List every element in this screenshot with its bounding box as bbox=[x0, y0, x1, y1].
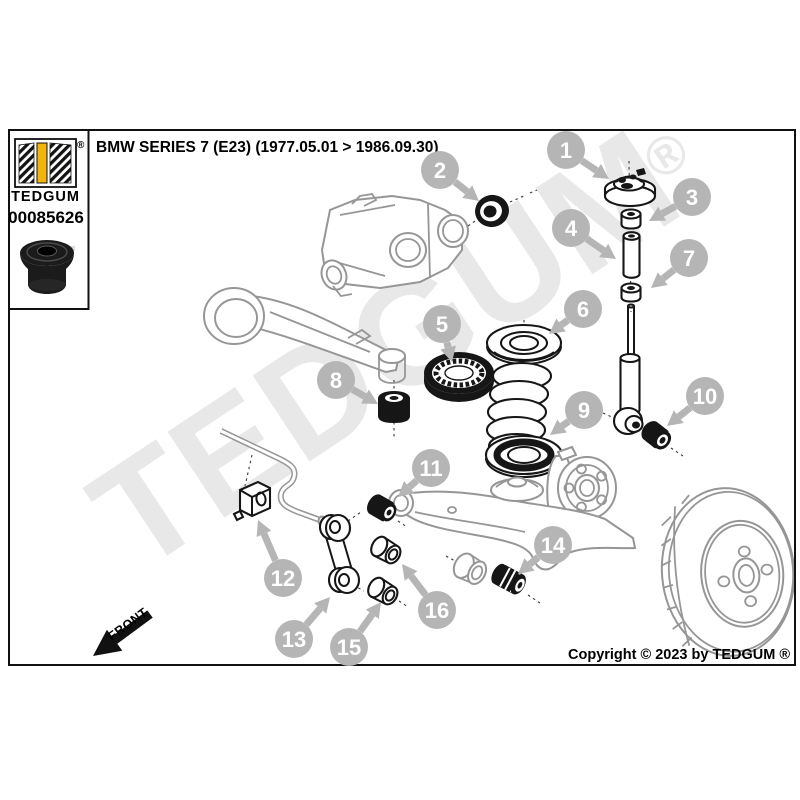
callout-3-number: 3 bbox=[686, 185, 698, 210]
callout-5-arrowhead bbox=[440, 345, 456, 362]
strut-mount-part1 bbox=[603, 168, 657, 208]
callout-7-number: 7 bbox=[683, 246, 695, 271]
tedgum-logo bbox=[14, 138, 77, 188]
brand-panel: ® TEDGUM 00085626 bbox=[8, 138, 85, 294]
callout-2-arrow bbox=[452, 179, 470, 195]
callout-2-circle bbox=[421, 151, 459, 189]
callout-1-number: 1 bbox=[560, 138, 572, 163]
callout-1-circle bbox=[547, 131, 585, 169]
callout-14-arrowhead bbox=[518, 558, 535, 574]
callout-16-arrow bbox=[408, 573, 429, 597]
bushing-part11 bbox=[367, 494, 397, 522]
callout-13-arrowhead bbox=[314, 597, 330, 614]
bushing-part3 bbox=[620, 208, 642, 230]
drop-link-part13 bbox=[318, 513, 361, 595]
callout-13-circle bbox=[275, 620, 313, 658]
callout-15-arrowhead bbox=[365, 602, 381, 619]
callout-12-circle bbox=[264, 559, 302, 597]
brand-registered-icon: ® bbox=[77, 140, 85, 151]
callout-16-circle bbox=[418, 591, 456, 629]
bushing-part7 bbox=[620, 282, 642, 303]
callout-8-arrow bbox=[350, 386, 367, 400]
callout-7-arrowhead bbox=[651, 272, 668, 288]
callout-10-number: 10 bbox=[693, 384, 717, 409]
callout-5-number: 5 bbox=[436, 312, 448, 337]
callout-2-number: 2 bbox=[434, 158, 446, 183]
callout-1-arrow bbox=[579, 157, 599, 174]
differential-housing-drawing bbox=[320, 193, 469, 297]
callout-3-circle bbox=[673, 178, 711, 216]
callout-10-arrow bbox=[676, 405, 693, 420]
sleeve-part4 bbox=[622, 231, 641, 279]
copyright-text: Copyright © 2023 by TEDGUM ® bbox=[568, 647, 790, 663]
callout-13-arrow bbox=[303, 606, 323, 627]
callout-7-circle bbox=[670, 239, 708, 277]
bushing-part14 bbox=[491, 563, 526, 595]
callout-9-arrowhead bbox=[550, 419, 567, 435]
callout-5-circle bbox=[423, 305, 461, 343]
callout-15-number: 15 bbox=[337, 635, 361, 660]
control-arm-drawing bbox=[388, 476, 637, 585]
callout-6-arrow bbox=[559, 317, 570, 328]
bearing-bushing-part5 bbox=[424, 352, 494, 402]
callout-4-number: 4 bbox=[565, 216, 578, 241]
trailing-arm-drawing bbox=[203, 287, 406, 384]
bushing-part10 bbox=[641, 421, 672, 450]
callout-3-arrowhead bbox=[649, 206, 666, 221]
callout-4-arrow bbox=[584, 235, 606, 254]
callout-4-circle bbox=[552, 209, 590, 247]
callout-15-circle bbox=[330, 628, 368, 666]
callout-7-arrow bbox=[660, 267, 677, 282]
upper-spring-seat-part6 bbox=[485, 323, 563, 365]
diff-mount-bushing-part2 bbox=[475, 194, 509, 228]
callout-6-arrowhead bbox=[549, 318, 566, 334]
brand-name: TEDGUM bbox=[11, 189, 80, 205]
callout-16-arrowhead bbox=[402, 564, 418, 581]
diagram-frame bbox=[8, 129, 796, 666]
bushing-part16 bbox=[370, 535, 402, 565]
shock-body bbox=[612, 303, 644, 436]
callout-6-number: 6 bbox=[577, 297, 589, 322]
callout-14-arrow bbox=[527, 554, 541, 568]
callout-14-circle bbox=[534, 526, 572, 564]
bushing-part8 bbox=[378, 391, 410, 423]
callout-11-arrow bbox=[406, 477, 420, 490]
callout-9-number: 9 bbox=[578, 398, 590, 423]
callout-5-arrow bbox=[443, 341, 452, 349]
callout-1-arrowhead bbox=[592, 163, 609, 179]
callout-13-number: 13 bbox=[282, 627, 306, 652]
callout-10-arrowhead bbox=[667, 410, 684, 426]
callout-4-arrowhead bbox=[599, 243, 616, 259]
callout-9-arrow bbox=[560, 418, 571, 429]
callout-3-arrow bbox=[660, 203, 678, 217]
callout-12-arrowhead bbox=[256, 520, 272, 537]
callout-11-number: 11 bbox=[419, 456, 442, 481]
callout-16-number: 16 bbox=[425, 598, 449, 623]
stabilizer-bushing-part12 bbox=[232, 480, 272, 522]
callout-14-number: 14 bbox=[541, 533, 566, 558]
callout-12-arrow bbox=[260, 532, 279, 562]
callout-11-arrowhead bbox=[398, 481, 415, 497]
page-title: BMW SERIES 7 (E23) (1977.05.01 > 1986.09… bbox=[96, 139, 438, 156]
product-photo-bushing bbox=[20, 240, 75, 294]
callout-9-circle bbox=[565, 391, 603, 429]
part-number: 00085626 bbox=[8, 208, 84, 227]
shock-absorber-drawing bbox=[603, 168, 672, 450]
callout-12-number: 12 bbox=[271, 566, 295, 591]
callout-8-arrowhead bbox=[361, 389, 378, 404]
callout-15-arrow bbox=[357, 612, 376, 634]
callout-2-arrowhead bbox=[462, 185, 479, 201]
wheel-tire-drawing bbox=[660, 487, 796, 657]
callout-8-circle bbox=[317, 361, 355, 399]
callout-10-circle bbox=[686, 377, 724, 415]
callout-8-number: 8 bbox=[330, 368, 342, 393]
callout-6-circle bbox=[564, 290, 602, 328]
callout-11-circle bbox=[412, 449, 450, 487]
bushing-part15 bbox=[367, 576, 399, 606]
